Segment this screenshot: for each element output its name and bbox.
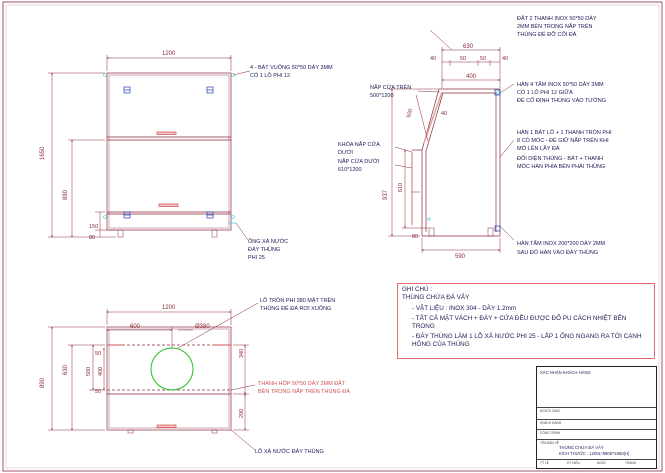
note-drain-hole: LỖ XẢ NƯỚC ĐÁY THÙNG — [255, 448, 324, 455]
dim-top-50b: 50 — [95, 389, 101, 395]
dim-side-590: 590 — [455, 254, 466, 260]
note-box-bar-2: BÊN TRONG NẮP TRÊN THÙNG ĐÁ — [258, 387, 350, 395]
note-bottom-plate-2: SAU ĐÓ HÀN VÀO ĐÁY THÙNG — [517, 249, 598, 256]
dim-front-height: 1650 — [40, 146, 46, 160]
dim-top-1200: 1200 — [162, 305, 176, 311]
dim-side-50a: 50 — [460, 56, 466, 62]
note-drain-2: ĐÁY THÙNG — [248, 246, 280, 253]
dim-top-400: 400 — [98, 367, 104, 376]
tb-row2: KHÁCH HÀNG — [540, 421, 562, 425]
dim-side-50b: 50 — [480, 56, 486, 62]
note-wall-bar-1: HÀN 4 TẤM INOX 50*50 DÀY 3MM — [517, 81, 604, 88]
note-box-bar-1: THANH HỘP 50*50 DÀY 2MM ĐẶT — [258, 380, 346, 387]
dim-top-340: 340 — [239, 349, 245, 358]
dim-side-40c: 40 — [441, 111, 447, 117]
dim-side-500: 500 — [406, 108, 414, 118]
tb-row3: CÔNG TRÌNH — [540, 431, 561, 435]
notes-box: GHI CHÚ : THÙNG CHỨA ĐÁ VẢY - VẬT LIỆU :… — [397, 283, 655, 359]
dim-side-610: 610 — [398, 183, 404, 192]
tb-foot-1: TỶ LỆ — [540, 461, 549, 465]
tb-name-1: THÙNG CHỨA ĐÁ VẢY — [559, 445, 604, 450]
top-view — [106, 326, 232, 434]
tb-foot-3: NGÀY — [597, 461, 607, 465]
note-front-bolts: 4 - BÁT VUÔNG 50*50 DÀY 3MM — [250, 64, 333, 71]
dim-side-40a: 40 — [430, 56, 436, 62]
notes-item-3: - ĐÁY THÙNG LÀM 1 LỖ XẢ NƯỚC PHI 25 - LẮ… — [412, 333, 642, 348]
note-hinge-4: ĐỐI DIỆN THÙNG - BÁT + THANH — [517, 154, 603, 162]
note-round-hole-1: LỖ TRÒN PHI 380 MẶT TRÊN — [260, 296, 335, 304]
note-hinge-5: MÓC HÀN PHÍA BÊN PHẢI THÙNG — [517, 162, 605, 170]
dim-top-600: 600 — [130, 324, 141, 330]
note-upper-lid-2: 500*1200 — [370, 93, 394, 99]
note-lock-1: KHÓA NẮP CỬA — [338, 140, 380, 148]
side-view — [411, 88, 501, 237]
tb-name-2: KÍCH THƯỚC : 1200L*890D*1650(H) — [559, 451, 630, 456]
note-hinge-1: HÀN 1 BÁT LỖ + 1 THANH TRÒN PHI — [517, 129, 612, 136]
note-hinge-2: 8 CÓ MÓC - ĐỂ GIỮ NẮP TRÊN KHI — [517, 136, 609, 144]
note-drain-3: PHI 25 — [248, 255, 265, 261]
notes-subtitle: THÙNG CHỨA ĐÁ VẢY — [402, 294, 470, 301]
dim-top-phi: Ø380 — [195, 324, 210, 330]
note-lower-lid-2: 610*1200 — [338, 167, 362, 173]
dim-front-80: 80 — [89, 235, 95, 241]
dim-top-630: 630 — [63, 364, 69, 375]
dim-side-40b: 40 — [502, 56, 508, 62]
notes-item-2: - TẤT CẢ MẶT VÁCH + ĐÁY + CỬA ĐỀU ĐƯỢC Đ… — [412, 315, 627, 330]
dim-top-890: 890 — [40, 377, 46, 388]
dim-side-400: 400 — [466, 74, 477, 80]
tb-foot-2: KÝ HIỆU — [567, 461, 580, 465]
dim-top-50a: 50 — [95, 351, 101, 357]
note-top-bar-1: ĐẶT 2 THANH INOX 50*50 DÀY — [517, 15, 597, 22]
tb-row1: NGƯỜI GIAO — [540, 409, 560, 413]
note-upper-lid-1: NẮP CỬA TRÊN — [370, 83, 411, 91]
note-wall-bar-2: CÓ 1 LỖ PHI 12 GIỮA — [517, 89, 573, 96]
note-round-hole-2: THÙNG ĐỂ ĐÁ RƠI XUỐNG — [260, 305, 331, 312]
dim-front-150: 150 — [89, 224, 98, 230]
dim-top-290: 290 — [239, 409, 245, 418]
note-hinge-3: MỞ LÊN LẤY ĐÁ — [517, 144, 560, 152]
note-front-bolts-2: CÓ 1 LỖ PHI 12 — [250, 72, 290, 79]
dim-front-width: 1200 — [162, 51, 176, 57]
front-view — [106, 72, 236, 238]
front-brackets — [123, 86, 214, 219]
note-wall-bar-3: ĐỂ CỐ ĐỊNH THÙNG VÀO TƯỜNG — [517, 97, 606, 104]
note-drain-1: ỐNG XẢ NƯỚC — [248, 238, 288, 245]
dim-side-80: 80 — [412, 234, 418, 240]
dim-front-890: 890 — [63, 189, 69, 200]
note-bottom-plate-1: HÀN TẤM INOX 200*200 DÀY 2MM — [517, 240, 606, 247]
note-lock-2: DƯỚI — [338, 149, 353, 156]
tb-customer-label: XÁC NHẬN KHÁCH HÀNG — [540, 370, 591, 375]
notes-item-1: - VẬT LIỆU : INOX 304 - DÀY 1.2mm — [412, 305, 517, 312]
note-top-bar-2: 2MM BÊN TRONG NẮP TRÊN — [517, 22, 593, 30]
title-block: XÁC NHẬN KHÁCH HÀNG NGƯỜI GIAO KHÁCH HÀN… — [536, 366, 657, 469]
note-lower-lid-1: NẮP CỬA DƯỚI — [338, 157, 380, 165]
dim-side-937: 937 — [383, 189, 389, 200]
dim-top-500: 500 — [86, 367, 92, 376]
note-top-bar-3: THÙNG ĐỂ ĐỠ CỐI ĐÁ — [517, 31, 577, 38]
tb-foot-4: TRANG — [625, 461, 637, 465]
round-hole — [150, 347, 194, 391]
tb-name-label: TÊN BẢN VẼ — [540, 441, 559, 445]
notes-title: GHI CHÚ : — [402, 286, 433, 293]
dim-side-630: 630 — [463, 44, 474, 50]
